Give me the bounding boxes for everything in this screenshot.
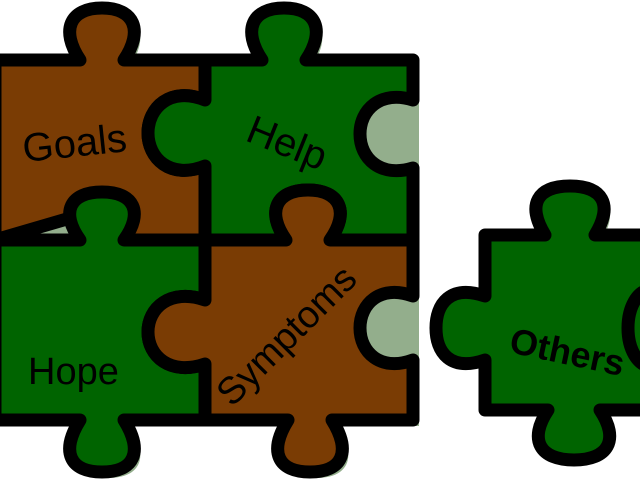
puzzle-piece-others	[429, 179, 640, 467]
puzzle-piece-symptoms	[141, 183, 420, 479]
puzzle-knob-others	[621, 286, 640, 370]
label-hope: Hope	[28, 351, 119, 393]
label-goals: Goals	[20, 116, 129, 171]
